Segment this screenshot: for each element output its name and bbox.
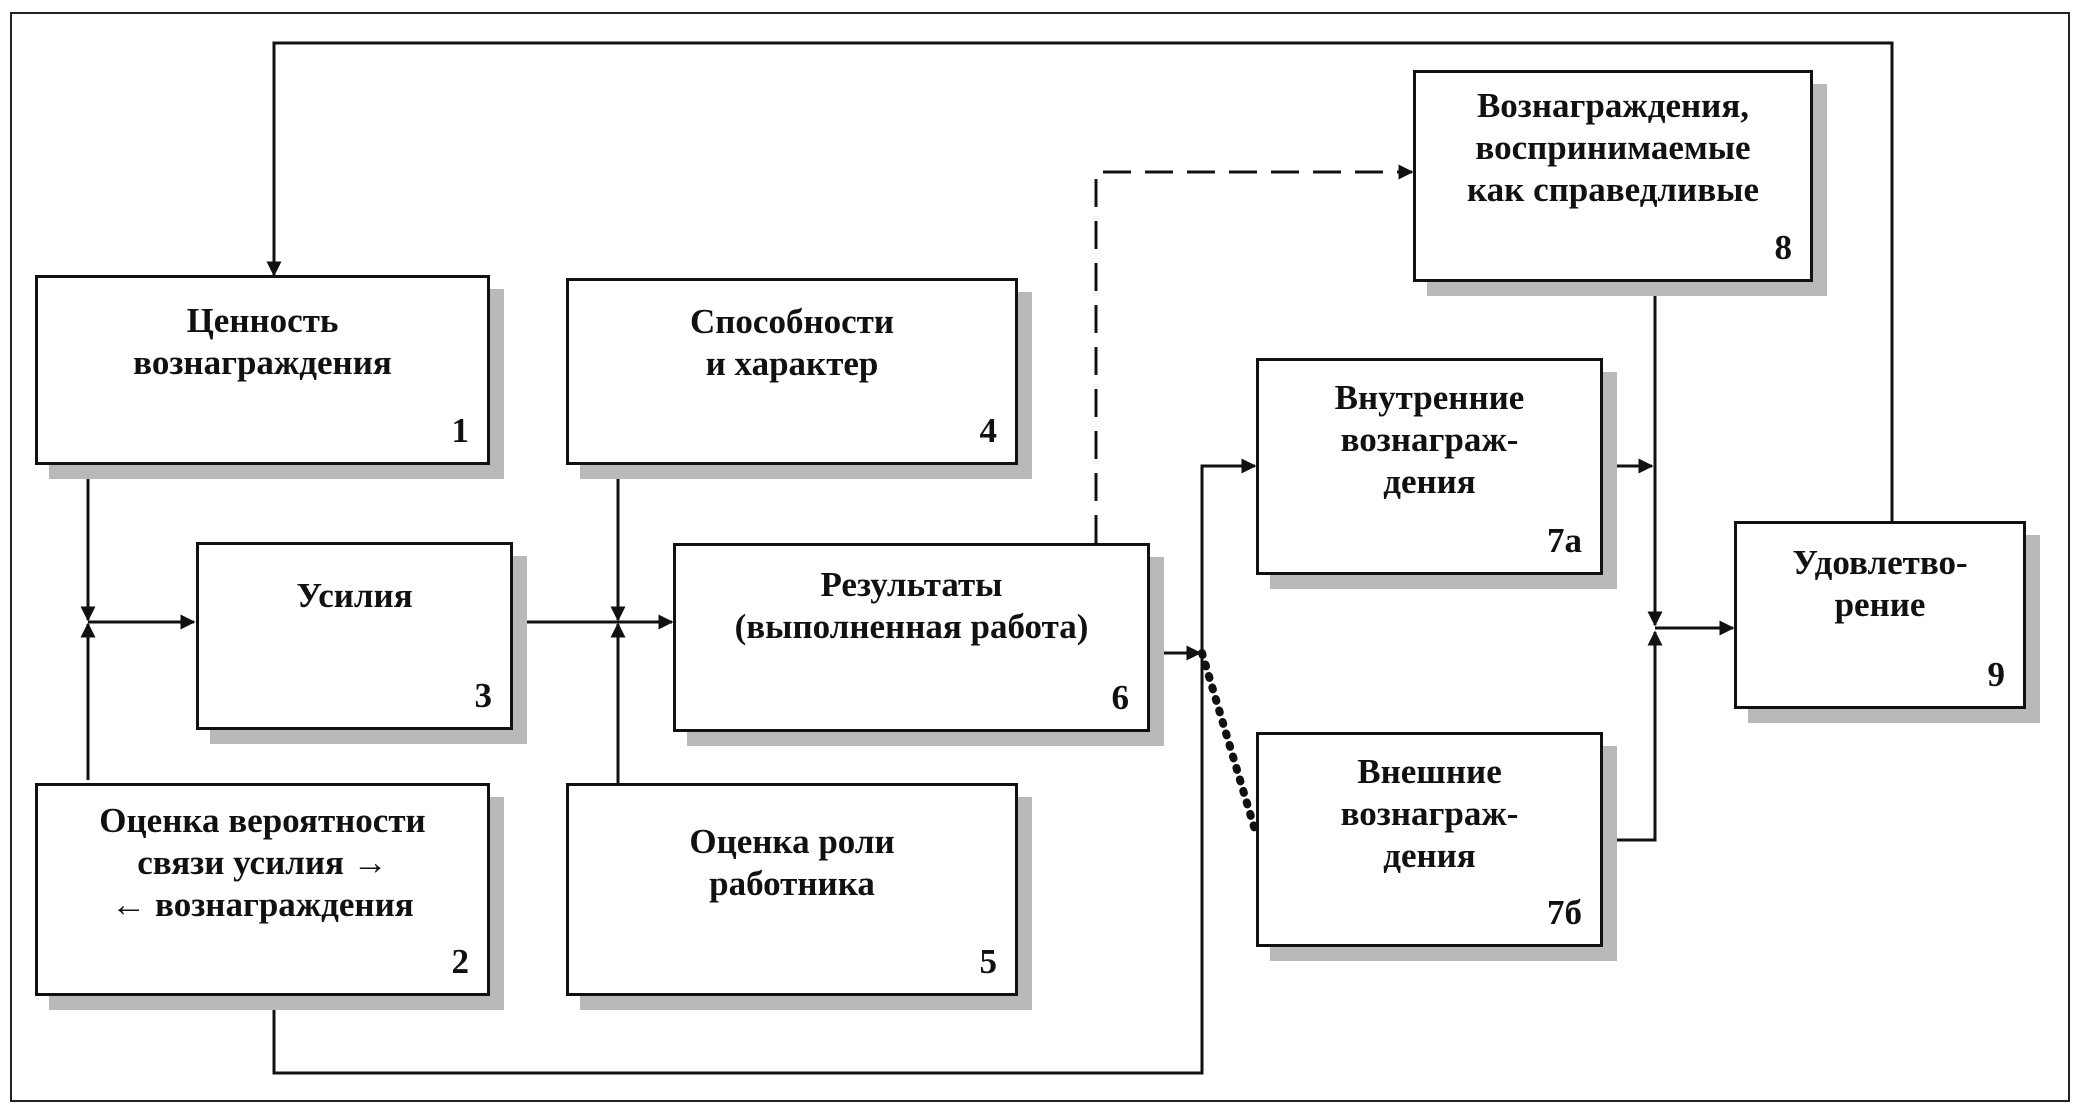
node-satisfaction: Удовлетво- рение 9 bbox=[1734, 521, 2026, 709]
node-results-label: Результаты (выполненная работа) bbox=[734, 565, 1089, 646]
node-abilities: Способности и характер 4 bbox=[566, 278, 1018, 465]
node-intrinsic-rewards: Внутренние вознаграж- дения 7а bbox=[1256, 358, 1603, 575]
node-extrinsic-rewards: Внешние вознаграж- дения 7б bbox=[1256, 732, 1603, 947]
connector-6-to-2 bbox=[266, 653, 1204, 1075]
node-role-perception: Оценка роли работника 5 bbox=[566, 783, 1018, 996]
node-effort: Усилия 3 bbox=[196, 542, 513, 730]
node-intrinsic-rewards-number: 7а bbox=[1547, 521, 1582, 560]
connector-7b-to-9 bbox=[1603, 630, 1663, 842]
node-abilities-number: 4 bbox=[979, 411, 998, 450]
node-satisfaction-number: 9 bbox=[1987, 655, 2006, 694]
node-fair-rewards-label: Вознаграждения, воспринимаемые как справ… bbox=[1467, 86, 1759, 209]
node-role-perception-label: Оценка роли работника bbox=[689, 822, 895, 903]
node-reward-value-number: 1 bbox=[451, 411, 470, 450]
node-effort-reward-probability: Оценка вероятности связи усилия → ← возн… bbox=[35, 783, 490, 996]
node-abilities-label: Способности и характер bbox=[689, 302, 895, 383]
connector-6-to-7b bbox=[1198, 649, 1259, 834]
connector-9-to-1 bbox=[266, 41, 1894, 521]
node-effort-reward-probability-label: Оценка вероятности связи усилия → ← возн… bbox=[99, 801, 426, 924]
node-effort-reward-probability-number: 2 bbox=[451, 942, 470, 981]
node-fair-rewards-number: 8 bbox=[1774, 228, 1793, 267]
node-effort-number: 3 bbox=[474, 676, 493, 715]
node-reward-value: Ценность вознаграждения 1 bbox=[35, 275, 490, 465]
node-reward-value-label: Ценность вознаграждения bbox=[133, 301, 392, 382]
node-extrinsic-rewards-label: Внешние вознаграж- дения bbox=[1340, 752, 1519, 875]
node-fair-rewards: Вознаграждения, воспринимаемые как справ… bbox=[1413, 70, 1813, 282]
node-effort-label: Усилия bbox=[296, 576, 413, 615]
node-intrinsic-rewards-label: Внутренние вознаграж- дения bbox=[1334, 378, 1525, 501]
node-role-perception-number: 5 bbox=[979, 942, 998, 981]
node-satisfaction-label: Удовлетво- рение bbox=[1792, 543, 1968, 624]
node-results: Результаты (выполненная работа) 6 bbox=[673, 543, 1150, 732]
node-extrinsic-rewards-number: 7б bbox=[1547, 893, 1582, 932]
connector-6-to-7a-riser bbox=[1200, 458, 1257, 653]
node-results-number: 6 bbox=[1111, 678, 1130, 717]
diagram-frame bbox=[10, 12, 2070, 1102]
